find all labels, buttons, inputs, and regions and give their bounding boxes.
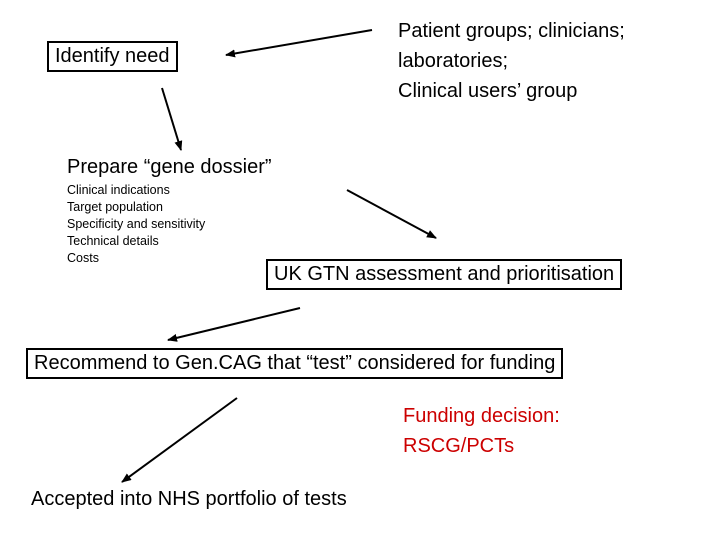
dossier-item: Clinical indications bbox=[67, 183, 170, 197]
dossier-item: Costs bbox=[67, 251, 99, 265]
arrow-need-to-dossier bbox=[161, 87, 183, 151]
dossier-item: Technical details bbox=[67, 234, 159, 248]
dossier-item: Specificity and sensitivity bbox=[67, 217, 206, 231]
arrow-dossier-to-assessment bbox=[346, 189, 437, 239]
stakeholders-line-3: Clinical users’ group bbox=[398, 80, 578, 102]
stakeholders-text: Patient groups; clinicians; laboratories… bbox=[398, 16, 625, 106]
stakeholders-line-1: Patient groups; clinicians; bbox=[398, 20, 625, 42]
funding-decision-text: Funding decision: RSCG/PCTs bbox=[403, 401, 560, 461]
stakeholders-line-2: laboratories; bbox=[398, 50, 509, 72]
accepted-text: Accepted into NHS portfolio of tests bbox=[31, 488, 347, 510]
recommend-label: Recommend to Gen.CAG that “test” conside… bbox=[34, 352, 556, 374]
dossier-title: Prepare “gene dossier” bbox=[67, 156, 272, 178]
arrow-assessment-to-recommend bbox=[167, 307, 301, 342]
arrow-stakeholders-to-need bbox=[225, 29, 373, 58]
funding-line-2: RSCG/PCTs bbox=[403, 435, 515, 457]
identify-need-box: Identify need bbox=[47, 41, 178, 72]
dossier-item: Target population bbox=[67, 200, 163, 214]
arrow-recommend-to-accepted bbox=[121, 397, 238, 483]
assessment-box: UK GTN assessment and prioritisation bbox=[266, 259, 623, 290]
funding-line-1: Funding decision: bbox=[403, 405, 560, 427]
recommend-box: Recommend to Gen.CAG that “test” conside… bbox=[26, 348, 564, 379]
dossier-items: Clinical indications Target population S… bbox=[67, 182, 205, 267]
assessment-label: UK GTN assessment and prioritisation bbox=[274, 263, 615, 285]
identify-need-label: Identify need bbox=[55, 45, 170, 67]
